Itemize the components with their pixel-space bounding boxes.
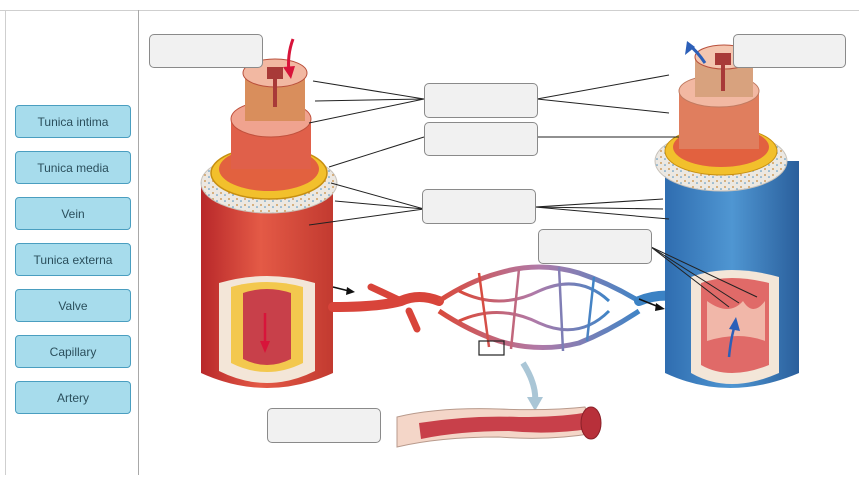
panel-divider (138, 10, 139, 475)
drop-zone-media[interactable] (424, 122, 538, 156)
drop-zone-intima[interactable] (424, 83, 538, 118)
interior-arrowhead-blue (729, 317, 740, 331)
zoom-arrowhead (527, 397, 543, 411)
flow-arrowhead-right (655, 303, 665, 311)
label-artery[interactable]: Artery (15, 381, 131, 414)
drop-zone-externa[interactable] (422, 189, 536, 224)
capillary-bed (328, 264, 734, 356)
artery-illustration (200, 58, 338, 388)
blood-flow-arrowhead-blue (685, 41, 695, 55)
interior-arrowhead-red (260, 341, 270, 353)
label-bank: Tunica intima Tunica media Vein Tunica e… (5, 10, 138, 475)
label-tunica-intima[interactable]: Tunica intima (15, 105, 131, 138)
label-valve[interactable]: Valve (15, 289, 131, 322)
leader-lines (308, 74, 758, 308)
flow-arrowhead-left (346, 287, 355, 295)
label-tunica-media[interactable]: Tunica media (15, 151, 131, 184)
label-capillary[interactable]: Capillary (15, 335, 131, 368)
drop-zone-artery-top[interactable] (149, 34, 263, 68)
flow-arrow-left (332, 286, 350, 292)
label-vein[interactable]: Vein (15, 197, 131, 230)
frame-top-border (0, 10, 859, 11)
capillary-closeup (396, 406, 602, 448)
blood-flow-arrowhead-red (283, 66, 295, 79)
vein-illustration (654, 44, 799, 388)
diagram-canvas (139, 11, 859, 475)
drop-zone-vein-top[interactable] (733, 34, 846, 68)
frame-left-border (5, 10, 6, 475)
drop-zone-capillary[interactable] (267, 408, 381, 443)
blood-vessel-diagram (200, 38, 799, 448)
label-tunica-externa[interactable]: Tunica externa (15, 243, 131, 276)
drop-zone-valve[interactable] (538, 229, 652, 264)
